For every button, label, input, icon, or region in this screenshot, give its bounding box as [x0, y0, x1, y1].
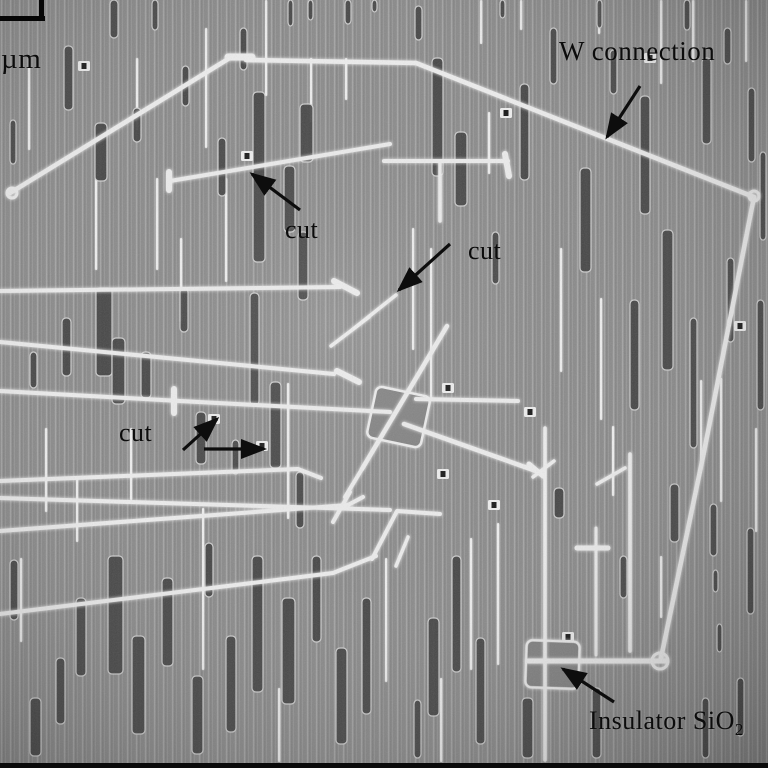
annotation-insulator-subscript: 2	[734, 720, 744, 740]
annotation-cut-2: cut	[468, 236, 502, 265]
cut-1-arrow	[249, 172, 301, 212]
cut-3-arrow-up	[181, 416, 220, 452]
cut-2-arrow	[396, 242, 452, 293]
annotation-w-connection: W connection	[559, 36, 716, 66]
annotation-cut-3: cut	[119, 418, 153, 447]
annotation-cut-1: cut	[285, 215, 319, 244]
annotation-arrows	[181, 85, 642, 704]
insulator-arrow	[560, 667, 615, 704]
scale-bar-unit-label: µm	[1, 43, 42, 75]
image-bottom-border	[0, 763, 768, 768]
annotation-insulator-sio2: Insulator SiO2	[589, 706, 744, 739]
scale-bar	[39, 0, 44, 19]
w-connection-arrow	[605, 85, 642, 140]
annotation-insulator-text: Insulator SiO	[589, 706, 735, 735]
scale-bar	[0, 16, 45, 21]
